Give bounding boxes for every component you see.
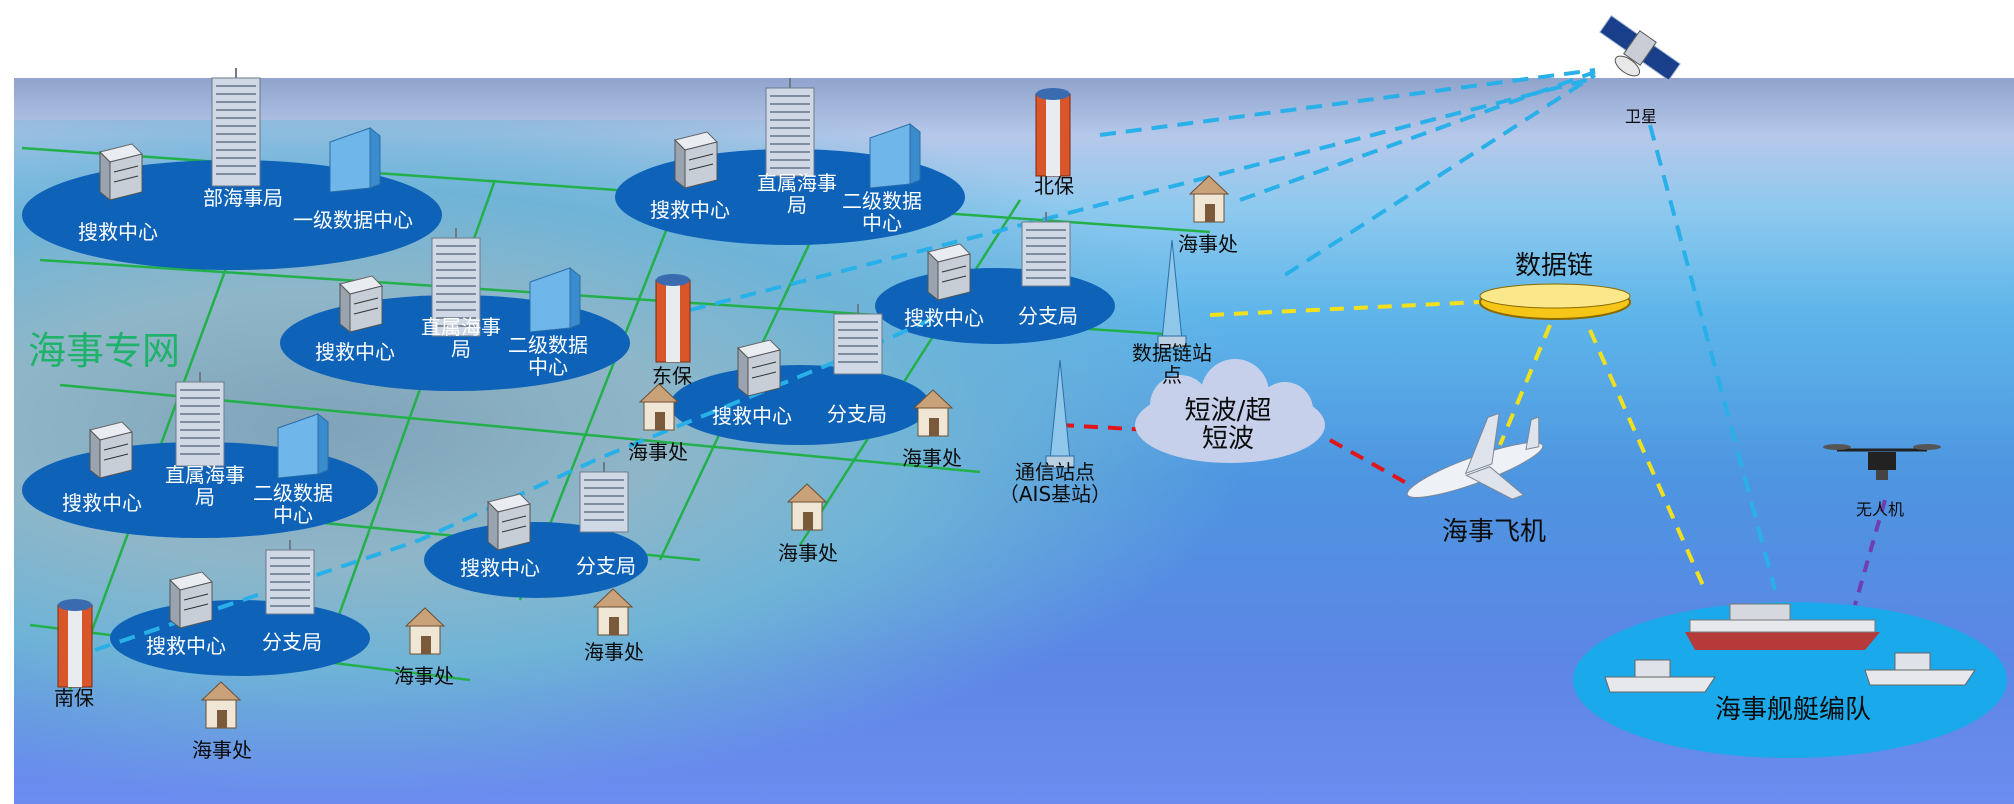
office-tower-icon bbox=[830, 304, 886, 376]
datalink-station-label: 数据链站 点 bbox=[1132, 342, 1212, 386]
hub-1-label-search: 搜救中心 bbox=[78, 221, 158, 243]
office-label-1: 海事处 bbox=[1178, 233, 1238, 255]
office-house-icon bbox=[402, 604, 448, 656]
hub-2-label-bureau: 直属海事 局 bbox=[421, 316, 501, 360]
hub-1-label-ministry: 部海事局 bbox=[203, 187, 283, 209]
satellite-label: 卫星 bbox=[1625, 106, 1657, 128]
office-label-5: 海事处 bbox=[584, 641, 644, 663]
base-tower-icon bbox=[50, 595, 100, 691]
north-base-label: 北保 bbox=[1034, 175, 1074, 197]
hub-2-label-datacenter: 二级数据 中心 bbox=[508, 334, 588, 378]
station-tower-icon bbox=[1040, 360, 1080, 470]
hub-4-label-datacenter: 二级数据 中心 bbox=[253, 482, 333, 526]
server-building-icon bbox=[665, 128, 727, 194]
shortwave-label: 短波/超 短波 bbox=[1185, 397, 1272, 453]
data-center-building-icon bbox=[862, 118, 924, 190]
satellite-icon bbox=[1589, 12, 1682, 95]
hub-6-label-branch: 分支局 bbox=[827, 403, 887, 425]
hub-8-label-branch: 分支局 bbox=[262, 631, 322, 653]
drone-label: 无人机 bbox=[1856, 499, 1904, 521]
hub-5-label-search: 搜救中心 bbox=[904, 307, 984, 329]
office-label-6: 海事处 bbox=[394, 665, 454, 687]
data-center-building-icon bbox=[270, 408, 332, 480]
hub-2-label-search: 搜救中心 bbox=[315, 341, 395, 363]
station-tower-icon bbox=[1152, 240, 1192, 350]
office-house-icon bbox=[784, 480, 830, 532]
hub-3-label-search: 搜救中心 bbox=[650, 199, 730, 221]
data-center-building-icon bbox=[522, 262, 584, 334]
hub-1-label-datacenter: 一级数据中心 bbox=[293, 209, 413, 231]
hub-5-label-branch: 分支局 bbox=[1018, 305, 1078, 327]
hub-7-label-branch: 分支局 bbox=[576, 555, 636, 577]
datalink-label: 数据链 bbox=[1515, 252, 1593, 280]
office-tower-icon bbox=[208, 68, 264, 188]
server-building-icon bbox=[80, 418, 142, 484]
network-label: 海事专网 bbox=[28, 340, 180, 362]
office-house-icon bbox=[198, 678, 244, 730]
office-tower-icon bbox=[762, 78, 818, 178]
server-building-icon bbox=[918, 240, 980, 306]
server-building-icon bbox=[160, 568, 222, 634]
base-tower-icon bbox=[1028, 84, 1078, 180]
office-label-4: 海事处 bbox=[778, 542, 838, 564]
hub-3-label-datacenter: 二级数据 中心 bbox=[842, 190, 922, 234]
office-label-7: 海事处 bbox=[192, 739, 252, 761]
east-base-label: 东保 bbox=[652, 365, 692, 387]
office-tower-icon bbox=[1018, 212, 1074, 288]
drone-icon bbox=[1823, 444, 1941, 480]
office-label-3: 海事处 bbox=[902, 447, 962, 469]
hub-4-label-search: 搜救中心 bbox=[62, 492, 142, 514]
server-building-icon bbox=[728, 336, 790, 402]
server-building-icon bbox=[478, 490, 540, 556]
server-building-icon bbox=[330, 272, 392, 338]
server-building-icon bbox=[90, 140, 152, 206]
hub-4-label-bureau: 直属海事 局 bbox=[165, 464, 245, 508]
south-base-label: 南保 bbox=[54, 687, 94, 709]
office-tower-icon bbox=[576, 462, 632, 534]
office-label-2: 海事处 bbox=[628, 441, 688, 463]
office-house-icon bbox=[910, 386, 956, 438]
office-tower-icon bbox=[172, 372, 228, 468]
hub-7-label-search: 搜救中心 bbox=[460, 557, 540, 579]
office-house-icon bbox=[590, 585, 636, 637]
office-house-icon bbox=[1186, 172, 1232, 224]
hub-8-label-search: 搜救中心 bbox=[146, 635, 226, 657]
aircraft-icon bbox=[1392, 401, 1562, 532]
comm-station-label: 通信站点 （AIS基站） bbox=[999, 461, 1111, 505]
datalink-ring bbox=[1480, 284, 1630, 319]
base-tower-icon bbox=[648, 270, 698, 366]
data-center-building-icon bbox=[322, 122, 384, 194]
aircraft-label: 海事飞机 bbox=[1442, 518, 1546, 546]
office-tower-icon bbox=[262, 540, 318, 616]
hub-3-label-bureau: 直属海事 局 bbox=[757, 172, 837, 216]
fleet-label: 海事舰艇编队 bbox=[1715, 696, 1871, 724]
hub-6-label-search: 搜救中心 bbox=[712, 405, 792, 427]
